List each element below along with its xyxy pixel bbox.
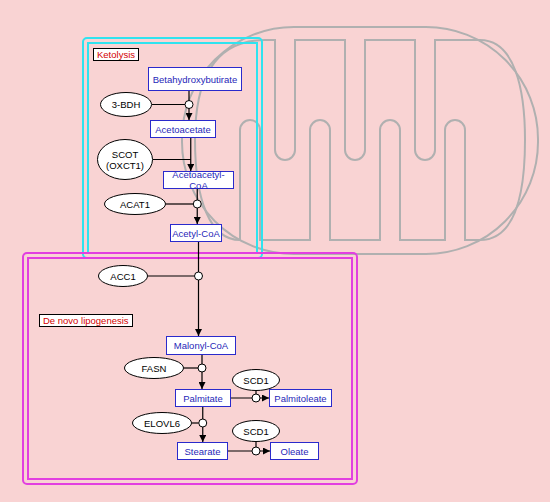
metabolite-name: Malonyl-CoA	[174, 340, 228, 351]
ellipse-shape	[125, 358, 184, 379]
metabolite-box: Malonyl-CoA	[166, 336, 236, 355]
catalysis-circle	[252, 447, 260, 455]
ellipse-shape	[98, 140, 153, 180]
enzyme-ellipse: ELOVL6	[132, 412, 192, 434]
enzyme-ellipse: FASN	[124, 357, 184, 379]
catalysis-circle	[198, 364, 206, 372]
enzyme-name: ELOVL6	[144, 418, 180, 429]
ellipse-shape	[105, 194, 166, 215]
catalysis-line	[153, 159, 191, 160]
reaction-arrow	[228, 450, 270, 451]
metabolite-box: Betahydroxybutirate	[148, 67, 242, 91]
enzyme-name: 3-BDH	[112, 99, 141, 110]
mitochondrion-outer-membrane	[182, 27, 538, 254]
reaction-arrow	[202, 407, 203, 442]
metabolite-box: Acetoacetyl-CoA	[163, 171, 234, 189]
catalysis-circle	[199, 419, 207, 427]
catalysis-circle	[193, 200, 201, 208]
catalysis-circle	[252, 394, 260, 402]
catalysis-circle	[185, 101, 193, 109]
reaction-arrow	[197, 189, 198, 224]
metabolite-name: Acetoacetate	[155, 124, 210, 135]
enzyme-name: SCD1	[243, 426, 268, 437]
ellipse-shape	[233, 370, 280, 391]
metabolite-name: Oleate	[281, 446, 309, 457]
catalysis-line	[166, 203, 193, 204]
metabolite-box: Stearate	[177, 442, 228, 460]
enzyme-ellipse: SCOT (OXCT1)	[97, 139, 153, 180]
enzyme-ellipse: ACAT1	[104, 193, 166, 215]
catalysis-line	[255, 442, 256, 447]
enzyme-ellipse: SCD1	[232, 420, 280, 442]
reaction-arrow	[201, 355, 202, 389]
metabolite-box: Palmitate	[175, 389, 231, 407]
metabolite-name: Palmitate	[183, 393, 223, 404]
catalysis-line	[184, 367, 198, 368]
metabolite-name: Stearate	[185, 446, 221, 457]
catalysis-circle	[195, 272, 203, 280]
reaction-arrow	[190, 138, 191, 171]
ellipse-shape	[99, 266, 148, 287]
enzyme-ellipse: 3-BDH	[100, 92, 152, 117]
enzyme-name: FASN	[142, 363, 167, 374]
enzyme-name: ACAT1	[120, 199, 150, 210]
metabolite-name: Acetoacetyl-CoA	[164, 169, 233, 191]
reaction-arrow	[188, 91, 189, 120]
group-heading: De novo lipogenesis	[39, 314, 133, 327]
pathway-group: KetolysisBetahydroxybutirate 3-BDH Acetoac…	[82, 37, 263, 259]
metabolite-name: Betahydroxybutirate	[153, 74, 238, 85]
catalysis-line	[255, 391, 256, 394]
metabolite-box: Acetyl-CoA	[170, 224, 222, 242]
enzyme-ellipse: SCD1	[232, 369, 280, 391]
metabolite-box: Palmitoleate	[269, 389, 332, 407]
group-heading: Ketolysis	[93, 48, 139, 61]
ellipse-shape	[101, 93, 152, 117]
metabolite-box: Oleate	[270, 442, 319, 460]
pathway-group: De novo lipogenesis ACC1Malonyl-CoA FASN Pa…	[22, 252, 358, 485]
metabolite-name: Palmitoleate	[274, 393, 326, 404]
catalysis-line	[192, 422, 199, 423]
ellipse-shape	[233, 421, 280, 442]
catalysis-line	[152, 104, 185, 105]
enzyme-name: ACC1	[110, 271, 135, 282]
ellipse-shape	[133, 413, 192, 434]
reaction-arrow	[198, 242, 199, 336]
reaction-arrow	[231, 397, 269, 398]
mitochondrion-cristae	[195, 40, 525, 240]
enzyme-name: SCOT (OXCT1)	[104, 149, 146, 171]
metabolite-box: Acetoacetate	[150, 120, 216, 138]
enzyme-name: SCD1	[243, 375, 268, 386]
enzyme-ellipse: ACC1	[98, 265, 148, 287]
metabolite-name: Acetyl-CoA	[172, 228, 220, 239]
catalysis-line	[148, 275, 195, 276]
